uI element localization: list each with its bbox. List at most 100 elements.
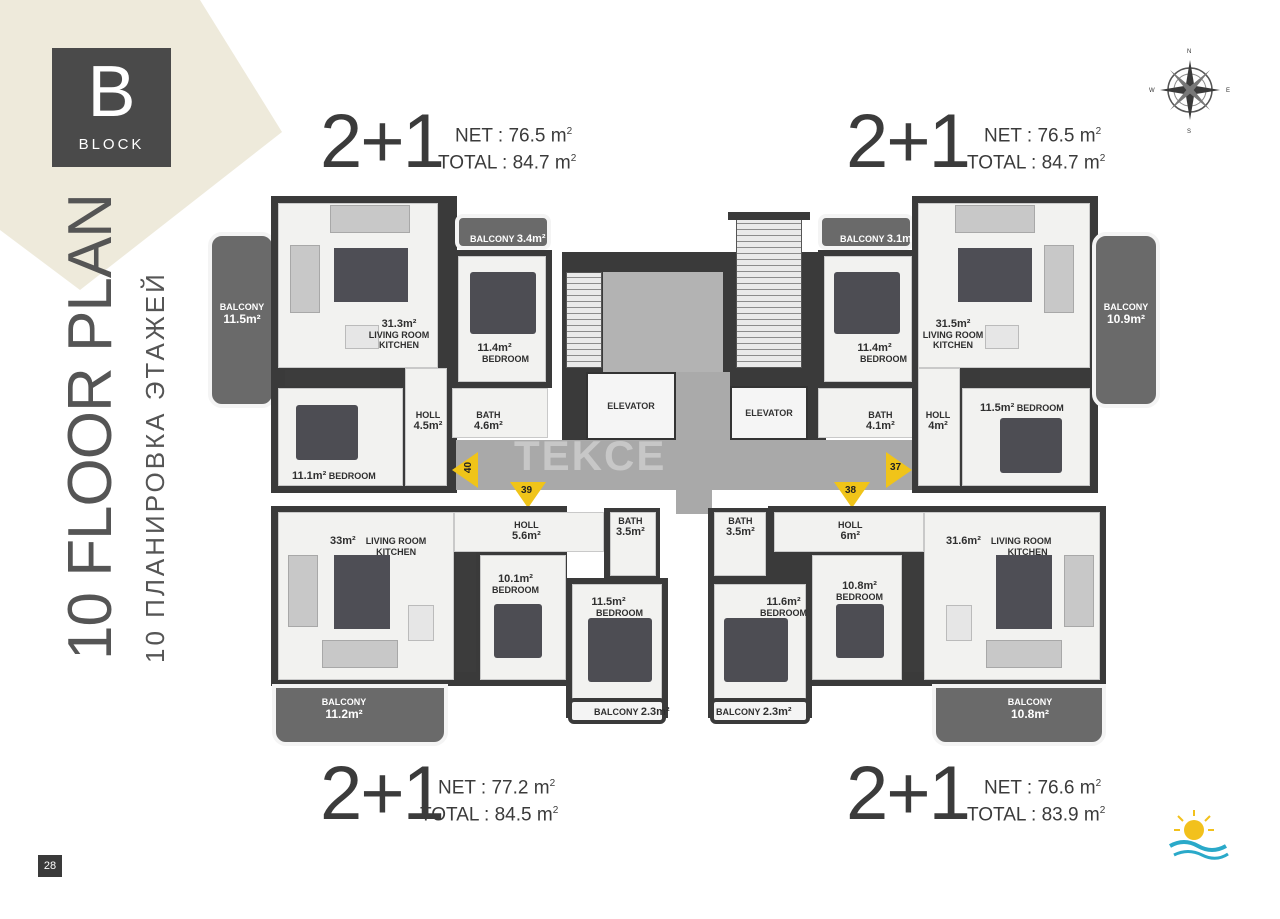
tr-balcony-right — [1092, 232, 1160, 408]
bl-balcony-bottom — [272, 684, 448, 746]
tr-kitchen-counter — [980, 370, 1080, 386]
tr-dining-table — [985, 325, 1019, 349]
bl-sofa-bottom — [322, 640, 398, 668]
sun-wave-logo — [1169, 810, 1229, 860]
bl-kitchen-counter — [456, 552, 476, 672]
tr-balcony-top — [818, 214, 914, 250]
br-bed-1 — [836, 604, 884, 658]
unit-net-bottom-right: NET : 76.6 m2 — [984, 777, 1102, 799]
floor-plan-title: 10 FLOOR PLAN — [56, 194, 125, 660]
unit-type-bottom-right: 2+1 — [846, 751, 971, 836]
tr-sofa-right — [1044, 245, 1074, 313]
tl-bath — [452, 388, 548, 438]
br-balcony-small — [710, 698, 810, 724]
br-sofa-right — [1064, 555, 1094, 627]
tl-balcony-top — [455, 214, 551, 250]
unit-net-bottom-left: NET : 77.2 m2 — [438, 777, 556, 799]
door-number-40: 40 — [463, 461, 475, 474]
bl-sofa-left — [288, 555, 318, 627]
bl-balcony-small — [568, 698, 666, 724]
door-marker-40 — [452, 452, 478, 488]
bl-holl — [454, 512, 604, 552]
tr-bed-1 — [834, 272, 900, 334]
bl-rug — [334, 555, 390, 629]
unit-type-top-left: 2+1 — [320, 99, 445, 184]
block-letter: B — [87, 52, 136, 132]
door-marker-39 — [510, 482, 546, 508]
compass-e: E — [1226, 88, 1230, 94]
tr-sofa-top — [955, 205, 1035, 233]
door-number-39: 39 — [521, 485, 533, 496]
core-stair-wall — [728, 212, 810, 220]
br-balcony-small-label: BALCONY 2.3m² — [716, 706, 792, 718]
watermark: TEKCE — [514, 432, 667, 479]
bl-bath — [610, 512, 656, 576]
page-number: 28 — [38, 855, 62, 877]
door-number-38: 38 — [845, 485, 857, 496]
br-holl — [774, 512, 924, 552]
br-rug — [996, 555, 1052, 629]
unit-net-top-right: NET : 76.5 m2 — [984, 125, 1102, 147]
br-kitchen-counter — [904, 552, 924, 672]
br-dining-table — [946, 605, 972, 641]
unit-total-top-right: TOTAL : 84.7 m2 — [967, 152, 1106, 174]
bl-bed-2 — [588, 618, 652, 682]
tr-bedroom-2-label: 11.5m² BEDROOM — [980, 402, 1064, 414]
door-number-37: 37 — [890, 462, 902, 473]
br-sofa-bottom — [986, 640, 1062, 668]
tr-bed-2 — [1000, 418, 1062, 473]
core-corridor-neck — [676, 490, 712, 514]
core-stairs-right — [736, 218, 802, 368]
door-marker-38 — [834, 482, 870, 508]
br-balcony-bottom — [932, 684, 1106, 746]
door-marker-37 — [886, 452, 912, 488]
block-badge: B BLOCK — [52, 48, 171, 167]
tl-bed-1 — [470, 272, 536, 334]
compass-w: W — [1149, 88, 1155, 94]
elevator-right: ELEVATOR — [730, 386, 808, 440]
unit-type-bottom-left: 2+1 — [320, 751, 445, 836]
tl-bedroom-2-label: 11.1m² BEDROOM — [292, 470, 376, 482]
tr-rug — [958, 248, 1032, 302]
tl-rug — [334, 248, 408, 302]
unit-total-bottom-right: TOTAL : 83.9 m2 — [967, 804, 1106, 826]
tl-dining-table — [345, 325, 379, 349]
compass-icon: N S E W — [1149, 49, 1230, 134]
elevator-left: ELEVATOR — [586, 372, 676, 440]
floor-plan-title-ru: 10 ПЛАНИРОВКА ЭТАЖЕЙ — [140, 271, 170, 663]
core-corridor — [456, 440, 914, 490]
br-bath — [714, 512, 766, 576]
block-word: BLOCK — [78, 136, 145, 153]
tl-balcony-top-label: BALCONY 3.4m² — [470, 233, 546, 245]
br-bed-2 — [724, 618, 788, 682]
tl-holl — [405, 368, 447, 486]
tl-sofa-left — [290, 245, 320, 313]
bl-balcony-small-label: BALCONY 2.3m² — [594, 706, 670, 718]
core-lobby-top — [603, 272, 723, 372]
unit-total-top-left: TOTAL : 84.7 m2 — [438, 152, 577, 174]
compass-n: N — [1187, 49, 1191, 55]
compass-s: S — [1187, 129, 1191, 134]
bl-dining-table — [408, 605, 434, 641]
